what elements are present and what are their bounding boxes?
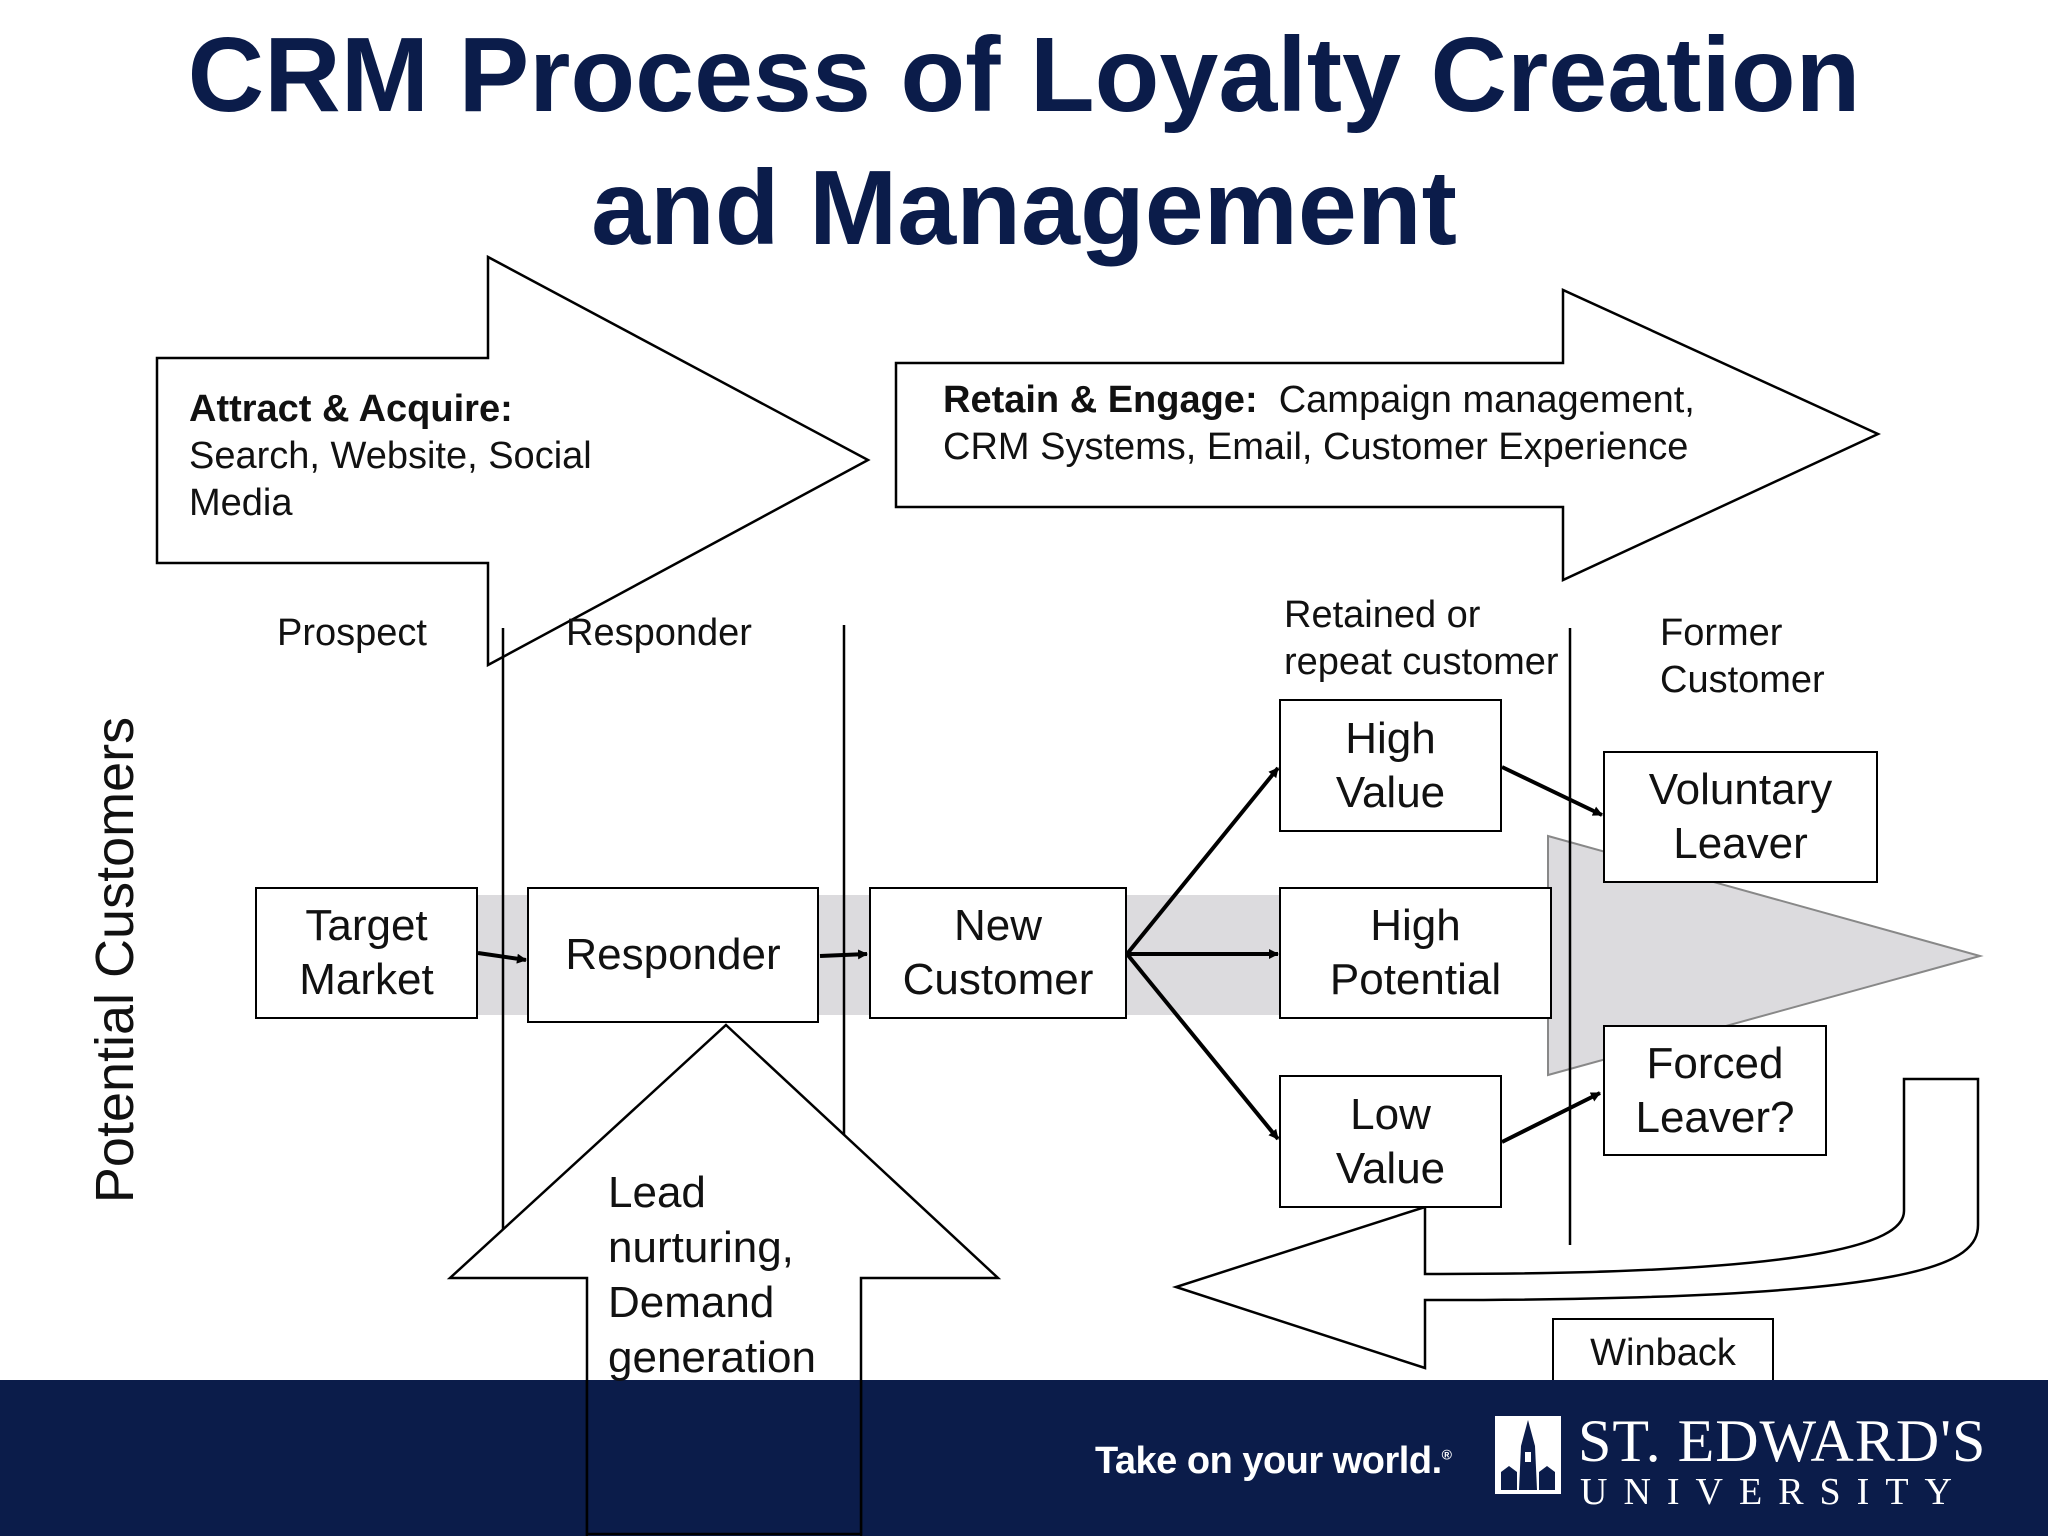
box-voluntary-leaver-line1: Voluntary bbox=[1648, 765, 1833, 814]
footer-bar bbox=[0, 1380, 2048, 1536]
winback-label: Winback bbox=[1552, 1318, 1774, 1388]
box-voluntary-leaver-line2: Leaver bbox=[1673, 819, 1808, 868]
arrow-target-to-responder bbox=[477, 951, 527, 964]
page-title-line2: and Management bbox=[591, 149, 1457, 267]
box-high-potential-line1: High bbox=[1370, 901, 1461, 950]
box-low-value-line2: Value bbox=[1335, 1143, 1446, 1193]
university-logo-name: ST. EDWARD'S bbox=[1578, 1408, 1987, 1474]
retain-text: Retain & Engage: Campaign management, CR… bbox=[943, 377, 1695, 471]
arrow-new-to-low-value bbox=[1125, 952, 1280, 1141]
arrow-low-to-forced bbox=[1501, 1091, 1601, 1144]
stage-former-line2: Customer bbox=[1660, 659, 1825, 701]
box-forced-leaver-line1: Forced bbox=[1646, 1038, 1784, 1088]
lead-line1: Lead bbox=[608, 1168, 706, 1217]
stage-retained-line1: Retained or bbox=[1284, 594, 1481, 636]
attract-bold-label: Attract & Acquire: bbox=[189, 388, 513, 430]
arrow-high-to-voluntary bbox=[1501, 765, 1603, 817]
box-target-market-line1: Target bbox=[305, 901, 428, 950]
box-high-value-line2: Value bbox=[1335, 767, 1446, 817]
box-responder-line1: Responder bbox=[565, 930, 781, 979]
stage-responder: Responder bbox=[566, 612, 752, 654]
lead-line4: generation bbox=[608, 1333, 816, 1382]
retain-line2: CRM Systems, Email, Customer Experience bbox=[943, 426, 1689, 468]
attract-line1: Search, Website, Social bbox=[189, 435, 592, 477]
box-high-potential-line2: Potential bbox=[1329, 955, 1502, 1004]
attract-text: Attract & Acquire: Search, Website, Soci… bbox=[189, 386, 592, 527]
attract-arrow bbox=[155, 254, 871, 668]
lead-line3: Demand bbox=[608, 1278, 775, 1327]
stage-retained: Retained or repeat customer bbox=[1284, 592, 1559, 686]
stage-former: Former Customer bbox=[1660, 610, 1825, 704]
footer-tagline: Take on your world.® bbox=[1095, 1440, 1452, 1482]
arrow-new-to-high-value bbox=[1125, 766, 1280, 956]
box-forced-leaver-line2: Leaver? bbox=[1635, 1092, 1795, 1142]
stage-former-line1: Former bbox=[1660, 612, 1783, 654]
page-title: CRM Process of Loyalty Creation bbox=[187, 16, 1861, 134]
attract-line2: Media bbox=[189, 482, 293, 524]
box-new-customer-line2: Customer bbox=[902, 955, 1094, 1004]
box-responder: Responder bbox=[527, 887, 819, 1023]
box-new-customer-line1: New bbox=[953, 901, 1043, 950]
lead-line2: nurturing, bbox=[608, 1223, 794, 1272]
retain-arrow bbox=[894, 288, 1881, 582]
stage-prospect: Prospect bbox=[277, 612, 427, 654]
stage-retained-line2: repeat customer bbox=[1284, 641, 1559, 683]
arrow-responder-to-new bbox=[819, 949, 868, 960]
box-target-market-line2: Market bbox=[299, 955, 434, 1004]
university-tower-icon bbox=[1495, 1416, 1561, 1494]
university-logo-sub: UNIVERSITY bbox=[1580, 1471, 1968, 1513]
registered-mark: ® bbox=[1441, 1446, 1452, 1463]
winback-arrow bbox=[1171, 1077, 1980, 1370]
box-low-value-line1: Low bbox=[1350, 1089, 1431, 1139]
retain-bold-label: Retain & Engage: bbox=[943, 379, 1258, 421]
retain-line1: Campaign management, bbox=[1278, 379, 1695, 421]
lead-arrow-text: Lead nurturing, Demand generation bbox=[608, 1165, 816, 1385]
box-high-value-line1: High bbox=[1345, 713, 1436, 763]
